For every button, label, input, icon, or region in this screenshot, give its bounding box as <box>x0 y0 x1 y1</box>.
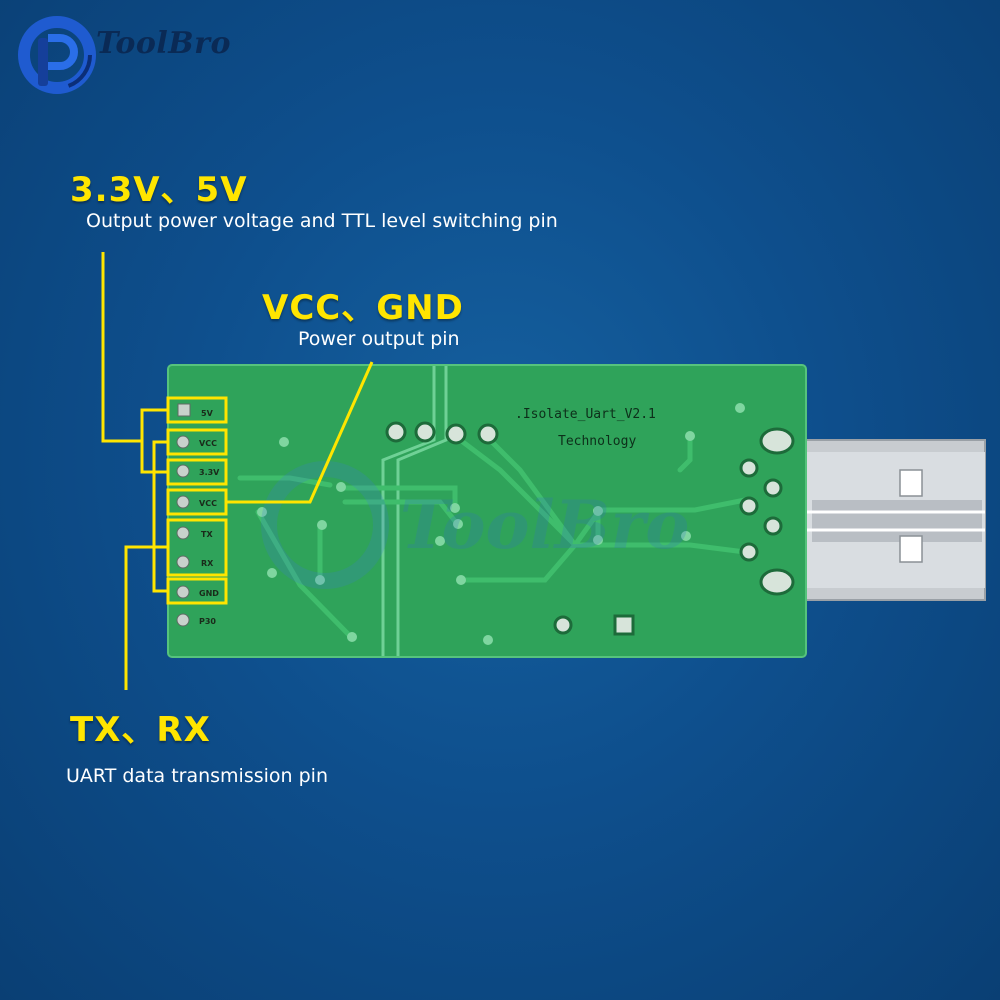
pin-label-rx: RX <box>201 559 214 568</box>
header-pins <box>176 403 191 627</box>
pin-label-5v: 5V <box>201 409 214 418</box>
silkscreen-title: .Isolate_Uart_V2.1 <box>515 407 656 422</box>
pin-label-p30: P30 <box>199 617 216 626</box>
silkscreen-subtitle: Technology <box>558 434 636 449</box>
pin-label-vcc-2: VCC <box>199 499 217 508</box>
callout-heading-uart: TX、RX <box>70 710 211 750</box>
callout-heading-voltage: 3.3V、5V <box>70 170 248 210</box>
callout-description-power: Power output pin <box>298 328 460 350</box>
toolbro-logo-icon <box>18 16 96 94</box>
callout-lines <box>101 252 374 690</box>
brand-name: ToolBro <box>96 26 231 61</box>
pin-label-gnd: GND <box>199 589 219 598</box>
pcb-board: .Isolate_Uart_V2.1 Technology 5V VCC 3.3… <box>167 364 807 658</box>
pin-label-vcc-1: VCC <box>199 439 217 448</box>
usb-connector <box>799 439 986 601</box>
watermark-text: ToolBro <box>400 486 689 564</box>
callout-description-uart: UART data transmission pin <box>66 765 329 787</box>
pin-label-3v3: 3.3V <box>199 468 220 477</box>
callout-description-voltage: Output power voltage and TTL level switc… <box>86 210 558 232</box>
callout-heading-power: VCC、GND <box>262 288 464 328</box>
pin-label-tx: TX <box>201 530 213 539</box>
